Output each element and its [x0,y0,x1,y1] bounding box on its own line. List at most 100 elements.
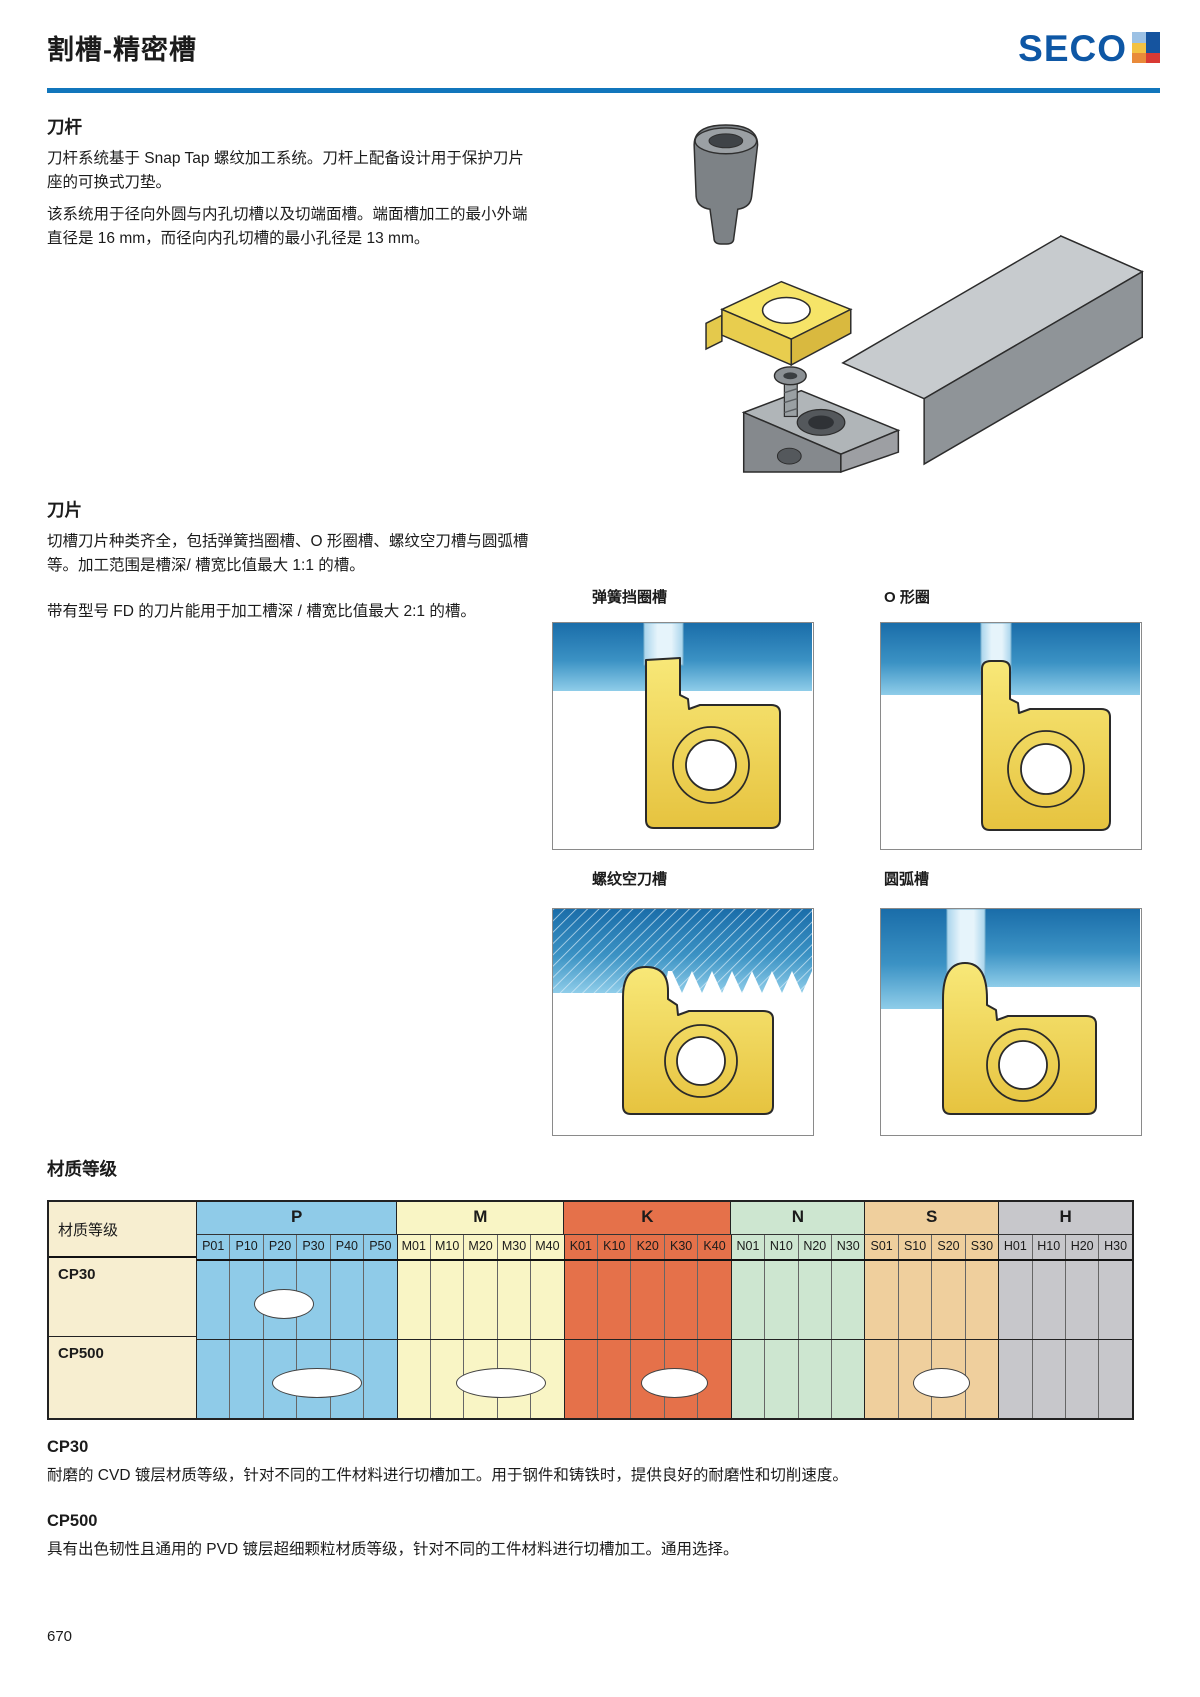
toolholder-exploded-drawing [693,124,1144,474]
grade-corner-label: 材质等级 [49,1202,196,1258]
grade-cell-CP30-N20 [797,1261,832,1339]
grade-cell-CP30-S30 [964,1261,999,1339]
grade-row-label-CP500: CP500 [49,1336,196,1414]
grade-cell-CP30-P40 [329,1261,364,1339]
grade-group-K: K [563,1202,731,1234]
toolholder-para-1: 刀杆系统基于 Snap Tap 螺纹加工系统。刀杆上配备设计用于保护刀片座的可换… [47,150,524,192]
grade-mark-CP30-P10-P30 [253,1289,314,1320]
grade-cell-CP500-M01 [396,1340,430,1418]
grade-sub-S20: S20 [931,1235,965,1259]
grade-cell-CP30-H01 [998,1261,1032,1339]
cp500-description: 具有出色韧性且通用的 PVD 镀层超细颗粒材质等级，针对不同的工件材料进行切槽加… [47,1541,739,1558]
grade-sub-P10: P10 [229,1235,263,1259]
grade-group-M: M [396,1202,564,1234]
grade-cell-CP500-N30 [831,1340,865,1418]
grade-cell-CP30-M40 [530,1261,564,1339]
inserts-heading: 刀片 [47,500,82,520]
grade-sub-P40: P40 [329,1235,364,1259]
grade-sub-H10: H10 [1031,1235,1065,1259]
grade-row-CP500 [197,1339,1132,1418]
grade-cell-CP30-M01 [396,1261,430,1339]
figure-radius-groove [880,908,1142,1136]
grade-mark-CP500-P20-P40 [272,1368,363,1399]
grade-cell-CP500-H01 [998,1340,1032,1418]
grade-cell-CP500-N01 [730,1340,765,1418]
grade-cell-CP500-P10 [229,1340,263,1418]
grade-cell-CP30-K30 [663,1261,698,1339]
grade-cell-CP30-K40 [697,1261,731,1339]
grade-cell-CP30-H20 [1064,1261,1099,1339]
grade-cell-CP500-K10 [597,1340,631,1418]
grade-table-body [197,1261,1132,1418]
grade-sub-P30: P30 [296,1235,330,1259]
grade-sub-M20: M20 [463,1235,497,1259]
figure-label-oring: O 形圈 [884,589,930,606]
page-title: 割槽-精密槽 [47,35,197,65]
grade-cell-CP30-N10 [764,1261,798,1339]
inserts-para-2: 带有型号 FD 的刀片能用于加工槽深 / 槽宽比值最大 2:1 的槽。 [47,603,476,620]
grade-sub-H01: H01 [998,1235,1032,1259]
inserts-para-1: 切槽刀片种类齐全，包括弹簧挡圈槽、O 形圈槽、螺纹空刀槽与圆弧槽等。加工范围是槽… [47,533,529,575]
grade-sub-K10: K10 [597,1235,631,1259]
seco-logo-mark-icon [1132,32,1160,63]
grade-sub-K20: K20 [630,1235,664,1259]
grade-cell-CP500-K01 [563,1340,598,1418]
grade-cell-CP30-S10 [897,1261,932,1339]
grade-cell-CP30-H10 [1031,1261,1065,1339]
grade-sub-M30: M30 [496,1235,531,1259]
page-number: 670 [47,1628,73,1645]
grade-mark-CP500-S10-S20 [913,1368,971,1399]
grade-sub-K01: K01 [563,1235,598,1259]
grade-cell-CP30-S01 [864,1261,898,1339]
seco-logo-text: SECO [1018,28,1127,69]
toolholder-illustration [595,115,1170,480]
grade-cell-CP500-P01 [197,1340,230,1418]
grade-sub-S30: S30 [964,1235,999,1259]
toolholder-heading: 刀杆 [47,117,82,137]
grade-mark-CP500-M10-M40 [455,1368,546,1399]
grade-cell-CP30-M10 [429,1261,464,1339]
grade-cell-CP500-N10 [764,1340,798,1418]
cp30-heading: CP30 [47,1438,89,1456]
grade-cell-CP30-P01 [197,1261,230,1339]
grade-sub-K40: K40 [697,1235,731,1259]
figure-oring-groove [880,622,1142,850]
grade-cell-CP30-N30 [831,1261,865,1339]
grade-sub-H20: H20 [1064,1235,1099,1259]
grade-sub-N30: N30 [831,1235,865,1259]
grade-sub-N20: N20 [797,1235,832,1259]
grade-sub-P01: P01 [197,1235,230,1259]
grade-sub-M01: M01 [396,1235,430,1259]
grade-group-H: H [998,1202,1133,1234]
header-rule [47,88,1160,93]
grade-cell-CP500-P50 [363,1340,397,1418]
grade-cell-CP30-K01 [563,1261,598,1339]
grade-sub-N10: N10 [764,1235,798,1259]
grade-cell-CP500-H30 [1098,1340,1132,1418]
grade-sub-M10: M10 [429,1235,464,1259]
grade-sub-M40: M40 [530,1235,564,1259]
grade-cell-CP30-N01 [730,1261,765,1339]
grade-sub-K30: K30 [663,1235,698,1259]
figure-label-radius-groove: 圆弧槽 [884,871,930,888]
grade-group-S: S [864,1202,999,1234]
grade-row-CP30 [197,1261,1132,1339]
grade-sub-P50: P50 [363,1235,397,1259]
grade-cell-CP30-K10 [597,1261,631,1339]
grade-cell-CP500-S01 [864,1340,898,1418]
figure-label-circlip: 弹簧挡圈槽 [592,589,668,606]
grade-group-N: N [730,1202,865,1234]
cp30-description: 耐磨的 CVD 镀层材质等级，针对不同的工件材料进行切槽加工。用于钢件和铸铁时，… [47,1467,848,1484]
grade-cell-CP500-S30 [964,1340,999,1418]
grade-group-P: P [197,1202,397,1234]
figure-label-thread-relief: 螺纹空刀槽 [592,871,668,888]
grade-cell-CP30-K20 [630,1261,664,1339]
toolholder-para-2: 该系统用于径向外圆与内孔切槽以及切端面槽。端面槽加工的最小外端直径是 16 mm… [47,206,528,248]
grade-sub-H30: H30 [1098,1235,1132,1259]
grade-sub-S01: S01 [864,1235,898,1259]
